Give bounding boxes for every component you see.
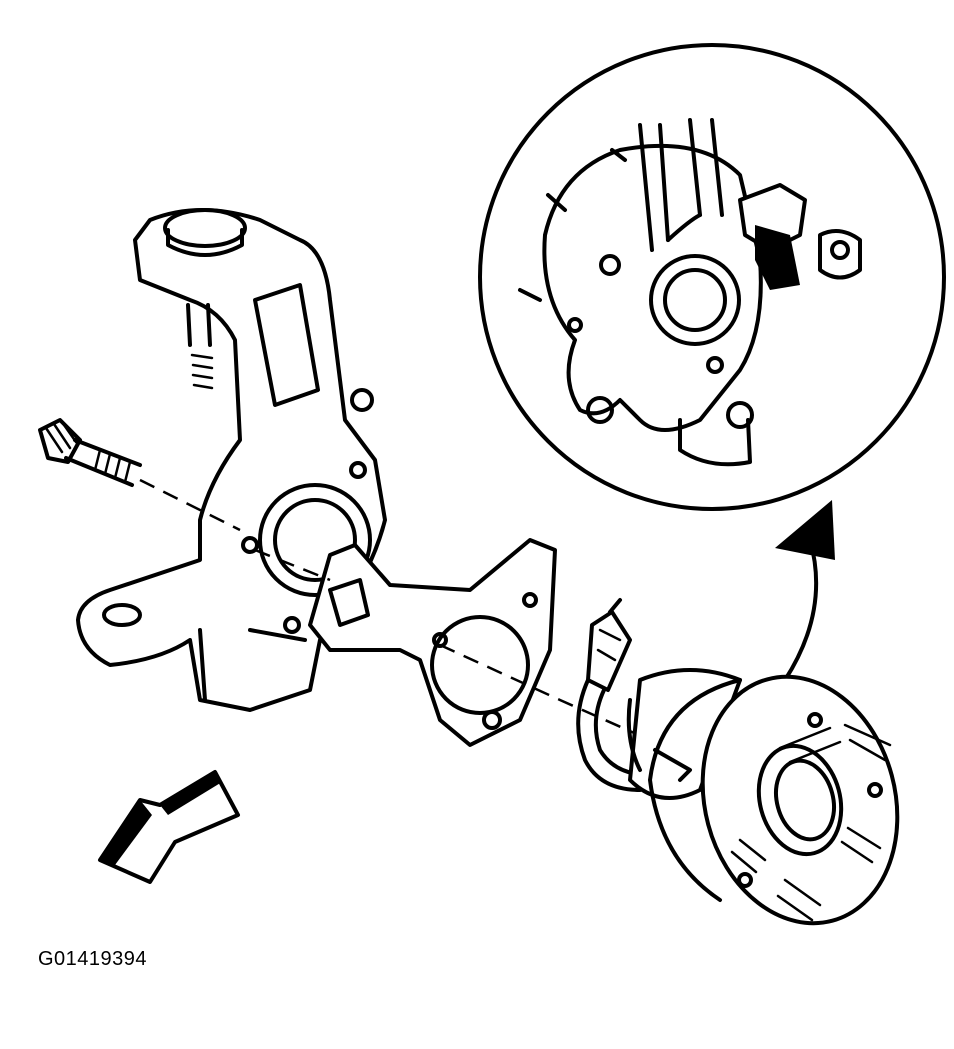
- wheel-hub-bearing-icon: [626, 668, 900, 926]
- front-direction-arrow-icon: [98, 770, 240, 884]
- bolt-icon: [38, 418, 241, 532]
- steering-knuckle-icon: [76, 208, 387, 712]
- backing-plate-icon: [254, 538, 651, 747]
- detail-inset-icon: [478, 43, 946, 511]
- figure-id-label: G01419394: [38, 948, 148, 970]
- curved-arrow-icon: [775, 500, 835, 682]
